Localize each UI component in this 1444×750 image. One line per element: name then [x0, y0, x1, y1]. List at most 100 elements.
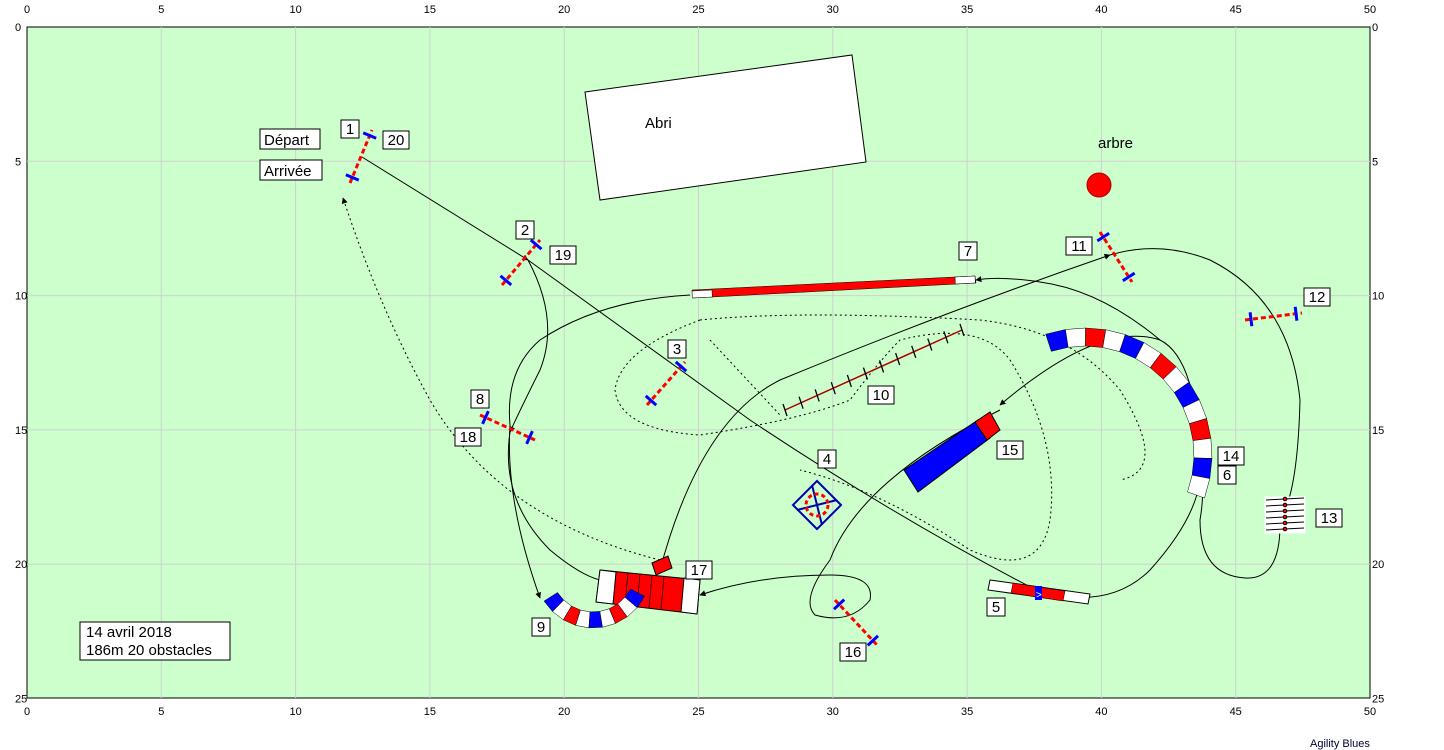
ruler-labels: 0055101015152020252530303535404045455050…: [15, 4, 1384, 718]
obstacle-number-box: [867, 385, 895, 405]
obstacle-number: 2: [521, 222, 529, 239]
course-date: 14 avril 2018: [86, 624, 172, 641]
ladder-rung-dot: [1282, 508, 1288, 514]
ruler-x-label: 25: [692, 4, 704, 16]
tunnel-9: [543, 588, 646, 629]
ruler-x-label: 10: [289, 706, 301, 718]
obstacle-number: 15: [1002, 442, 1019, 459]
obstacle-number: 14: [1223, 448, 1240, 465]
obstacle-number: 17: [691, 562, 708, 579]
weave-pole: [895, 352, 901, 366]
shelter-label: Abri: [645, 115, 672, 132]
weave-pole: [782, 403, 788, 417]
ruler-x-label: 45: [1230, 706, 1242, 718]
dog-path-solid: [361, 156, 1301, 619]
tunnel-segment: [1085, 327, 1107, 348]
jump-12: [1244, 306, 1303, 327]
obstacle-number-box: [958, 241, 978, 261]
ruler-x-label: 30: [827, 706, 839, 718]
ruler-x-label: 20: [558, 4, 570, 16]
ruler-y-label: 0: [15, 22, 21, 34]
finish-label: Arrivée: [264, 163, 312, 180]
jump-11: [1096, 231, 1136, 283]
chute-15: [903, 411, 1001, 493]
start-label-box: [259, 128, 321, 150]
ruler-x-label: 50: [1364, 706, 1376, 718]
obstacle-number: 6: [1223, 467, 1231, 484]
ruler-x-label: 50: [1364, 4, 1376, 16]
ruler-y-label: 20: [15, 559, 27, 571]
obstacle-number-box: [685, 560, 713, 580]
obstacle-number-box: [817, 449, 837, 469]
tunnel-segment: [1192, 437, 1213, 459]
obstacle-number: 19: [555, 247, 572, 264]
tunnel-segment: [624, 588, 646, 608]
obstacle-number-box: [996, 440, 1024, 460]
obstacle-number-box: [1065, 236, 1093, 256]
obstacle-number-box: [1217, 465, 1237, 485]
obstacle-number: 18: [460, 429, 477, 446]
ruler-x-label: 25: [692, 706, 704, 718]
obstacle-number-box: [382, 130, 410, 150]
table-4: [791, 479, 843, 531]
weave-pole: [862, 367, 869, 380]
ruler-y-label: 5: [15, 156, 21, 168]
course-summary: 186m 20 obstacles: [86, 642, 212, 659]
weave-pole: [959, 323, 965, 337]
ruler-x-label: 30: [827, 4, 839, 16]
shelter-shape: [584, 54, 867, 201]
obstacle-number-box: [470, 389, 490, 409]
ruler-x-label: 40: [1095, 4, 1107, 16]
weave-pole: [943, 331, 949, 344]
obstacle-number: 16: [845, 644, 862, 661]
obstacle-number-box: [1217, 446, 1245, 466]
obstacle-number: 5: [992, 599, 1000, 616]
seesaw-5: >: [987, 579, 1091, 605]
tunnel-segment: [1187, 474, 1211, 499]
ruler-y-label: 10: [1372, 291, 1384, 303]
obstacle-number: 1: [346, 121, 354, 138]
ruler-x-label: 5: [158, 706, 164, 718]
weave-pole: [830, 381, 836, 395]
obstacle-number: 12: [1309, 289, 1326, 306]
ruler-x-label: 45: [1230, 4, 1242, 16]
weave-pole: [911, 345, 917, 359]
course-info-box: [79, 621, 231, 661]
ruler-y-label: 5: [1372, 156, 1378, 168]
obstacle-number-box: [667, 339, 687, 359]
ruler-x-label: 35: [961, 706, 973, 718]
obstacle-number-box: [839, 642, 867, 662]
weave-pole: [814, 389, 820, 402]
ruler-x-label: 35: [961, 4, 973, 16]
tunnel-14-6: [1045, 327, 1213, 499]
jump-3: [644, 360, 688, 407]
obstacle-number: 9: [537, 619, 545, 636]
weave-pole: [927, 338, 933, 351]
tunnel-segment: [1191, 457, 1213, 479]
weave-poles-10: [782, 323, 965, 417]
obstacle-number-box: [1303, 287, 1331, 307]
obstacle-number: 7: [964, 243, 972, 260]
tunnel-7: [691, 275, 977, 299]
ladder-rung-dot: [1282, 496, 1288, 502]
finish-label-box: [259, 159, 323, 181]
obstacle-number: 20: [388, 132, 405, 149]
obstacle-number: 13: [1321, 510, 1338, 527]
svg-text:>: >: [1036, 590, 1042, 601]
obstacle-number: 4: [823, 451, 831, 468]
tunnel-segment: [1065, 327, 1086, 348]
tree-label: arbre: [1098, 135, 1133, 152]
obstacle-number-box: [1315, 508, 1343, 528]
obstacle-number-box: [515, 220, 535, 240]
jump-16: [832, 598, 880, 647]
ladder-rung-dot: [1282, 502, 1288, 508]
weave-pole: [846, 374, 852, 388]
obstacle-number: 10: [873, 387, 890, 404]
obstacle-number: 3: [673, 341, 681, 358]
jump-obstacles: [345, 129, 1303, 647]
obstacle-number-box: [986, 597, 1006, 617]
obstacle-number: 11: [1071, 238, 1087, 255]
weave-pole: [878, 360, 885, 373]
ruler-x-label: 15: [424, 706, 436, 718]
